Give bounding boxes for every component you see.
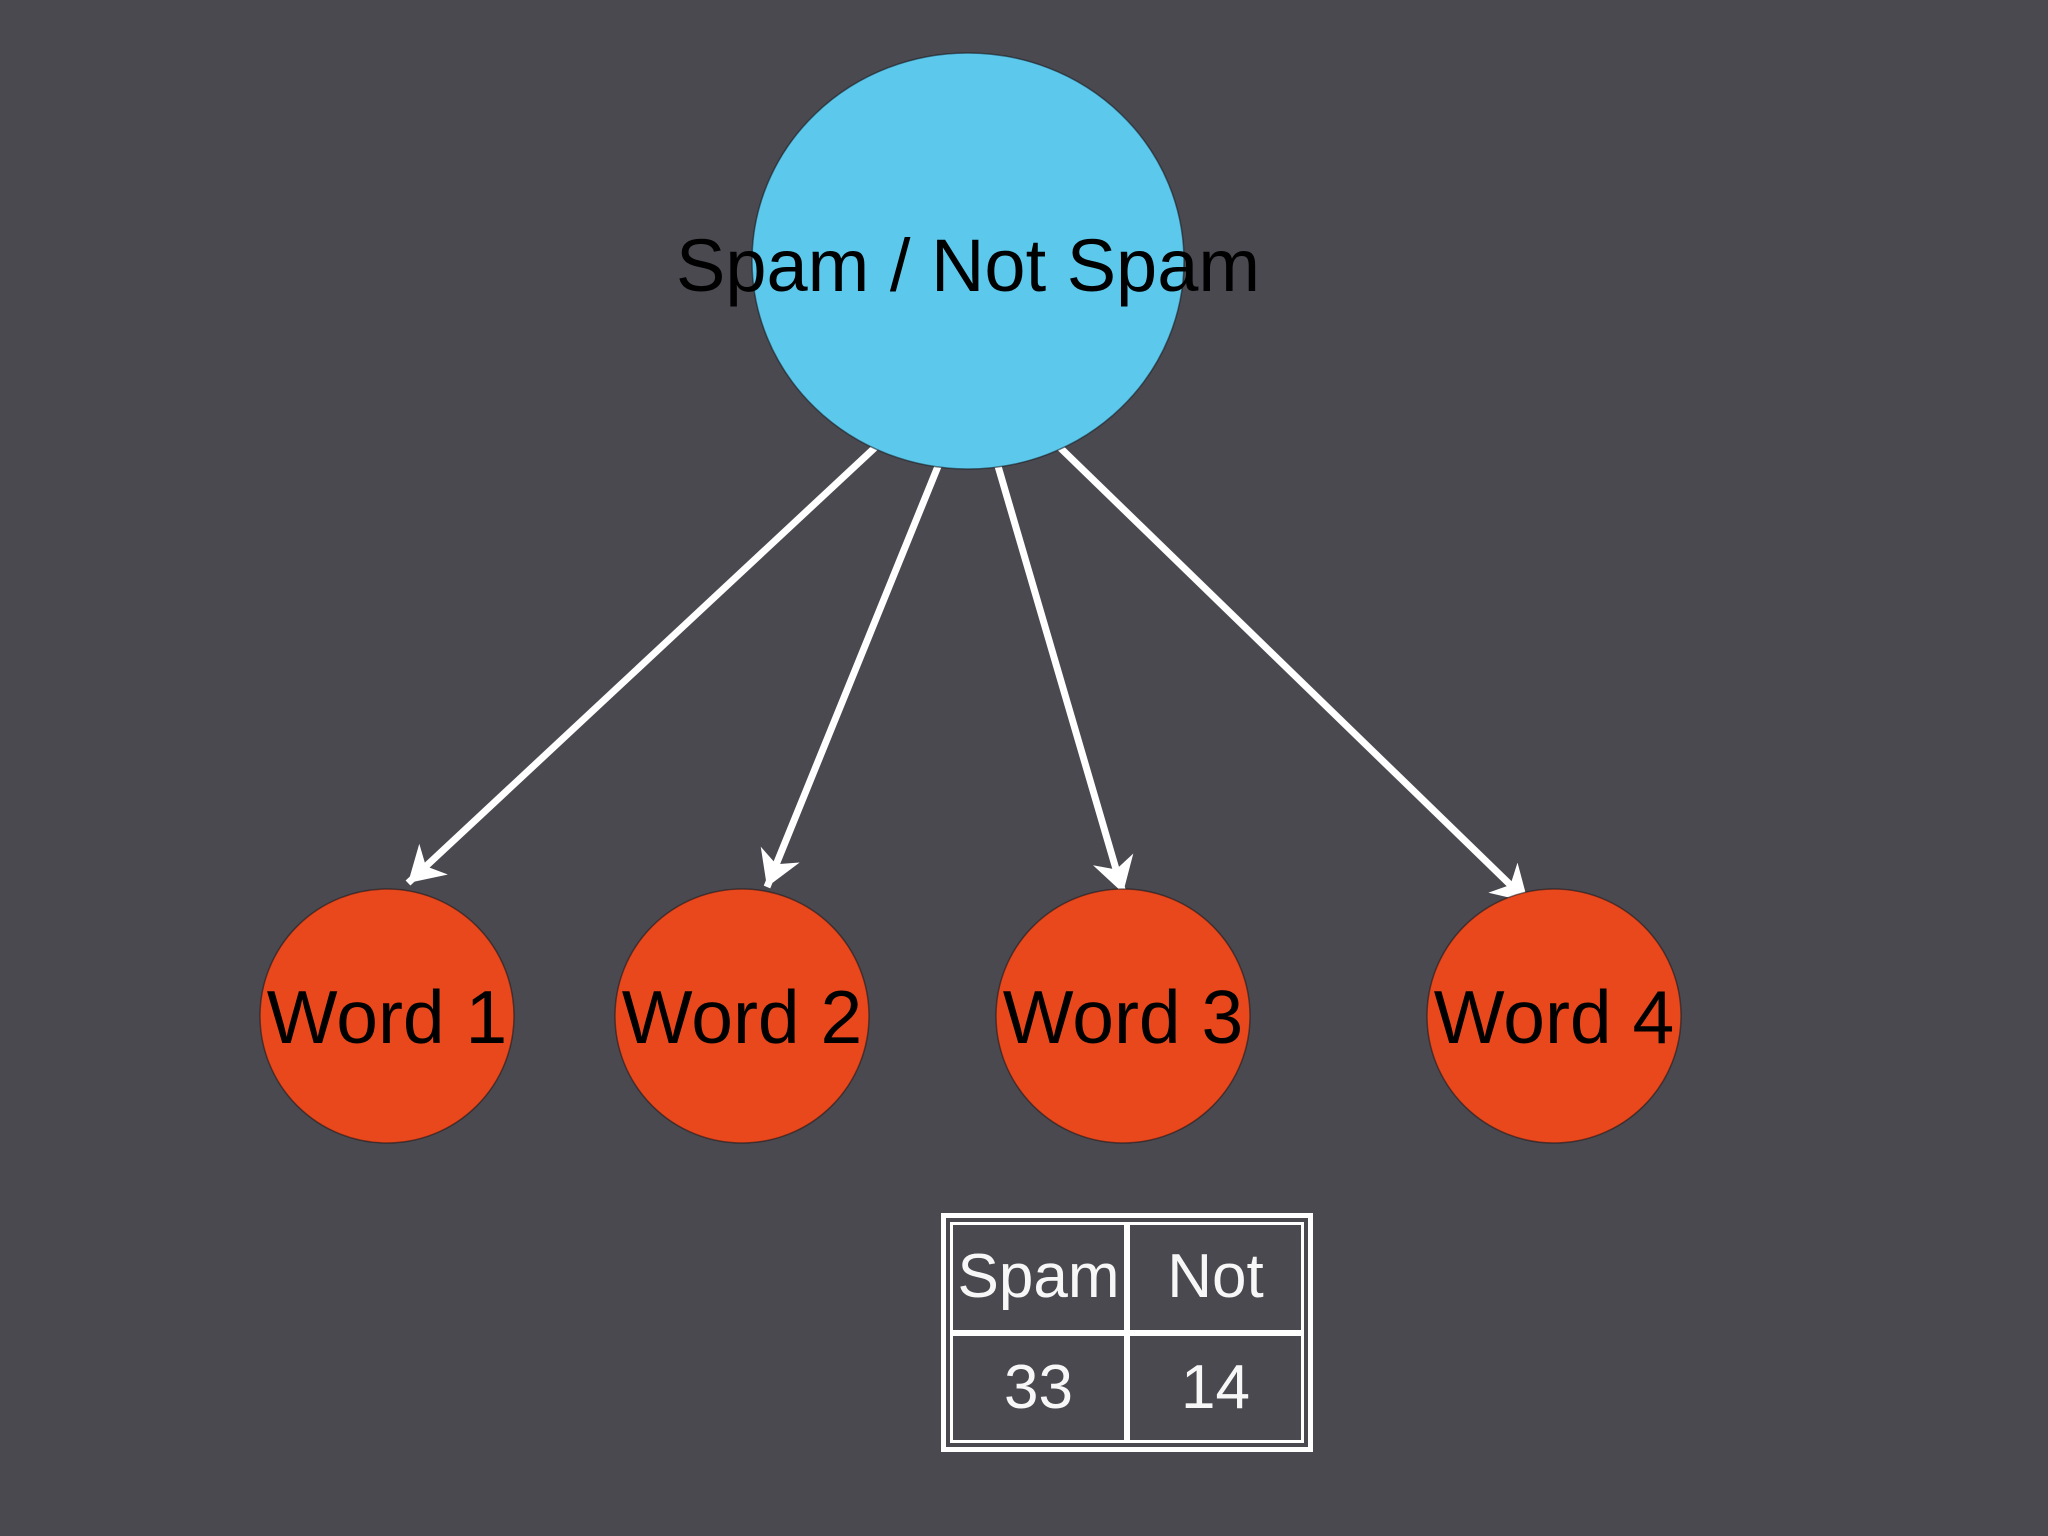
- word-node-label-1: Word 1: [267, 975, 507, 1059]
- edge-arrow-word-4: [1042, 430, 1531, 905]
- table-value-spam: 33: [950, 1332, 1127, 1443]
- table-header-not: Not: [1127, 1222, 1304, 1333]
- root-node-label: Spam / Not Spam: [676, 224, 1260, 307]
- table-header-spam: Spam: [950, 1222, 1127, 1333]
- word-node-label-3: Word 3: [1003, 975, 1243, 1059]
- table-value-not: 14: [1127, 1332, 1304, 1443]
- word-node-circle-2: [614, 888, 870, 1144]
- word-node-circle-4: [1426, 888, 1682, 1144]
- word-node-circle-3: [995, 888, 1251, 1144]
- word-node-label-2: Word 2: [622, 975, 862, 1059]
- edge-arrow-word-3: [989, 448, 1134, 894]
- edge-arrow-word-2: [760, 452, 947, 889]
- word-node-circle-1: [259, 888, 515, 1144]
- edge-arrow-word-1: [405, 424, 900, 886]
- word-node-label-4: Word 4: [1434, 975, 1674, 1059]
- count-table: Spam Not 33 14: [941, 1213, 1313, 1452]
- root-node-circle: [751, 52, 1185, 470]
